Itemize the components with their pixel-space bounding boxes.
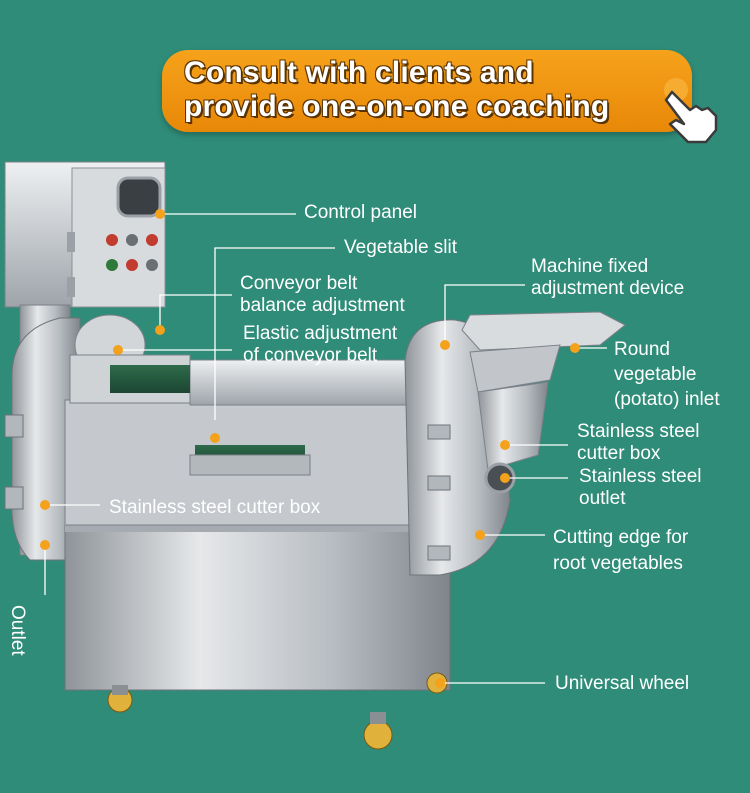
vegetable-cutter-machine-illustration (4, 161, 626, 750)
label-ss-cutter-box-left: Stainless steel cutter box (109, 497, 321, 518)
banner-line-2: provide one-on-one coaching (184, 90, 610, 123)
control-box (4, 161, 166, 308)
pointing-hand-icon (664, 78, 718, 144)
label-ss-cutter-box-right: Stainless steel cutter box (577, 421, 700, 464)
label-machine-fixed: Machine fixed adjustment device (531, 256, 685, 299)
label-cutting-edge: Cutting edge for root vegetables (553, 527, 689, 574)
label-outlet: Outlet (7, 605, 28, 656)
consult-banner: Consult with clients and provide one-on-… (162, 50, 692, 132)
label-control-panel: Control panel (304, 202, 418, 223)
label-vegetable-slit: Vegetable slit (344, 237, 458, 258)
label-round-vegetable-inlet: Round vegetable (potato) inlet (614, 339, 720, 410)
label-universal-wheel: Universal wheel (555, 673, 690, 694)
label-conveyor-belt-balance: Conveyor belt balance adjustment (240, 273, 405, 316)
banner-text: Consult with clients and provide one-on-… (184, 56, 674, 124)
label-elastic-adjustment: Elastic adjustment of conveyor belt (243, 323, 398, 366)
banner-line-1: Consult with clients and (184, 56, 534, 89)
label-ss-outlet: Stainless steel outlet (579, 466, 702, 509)
